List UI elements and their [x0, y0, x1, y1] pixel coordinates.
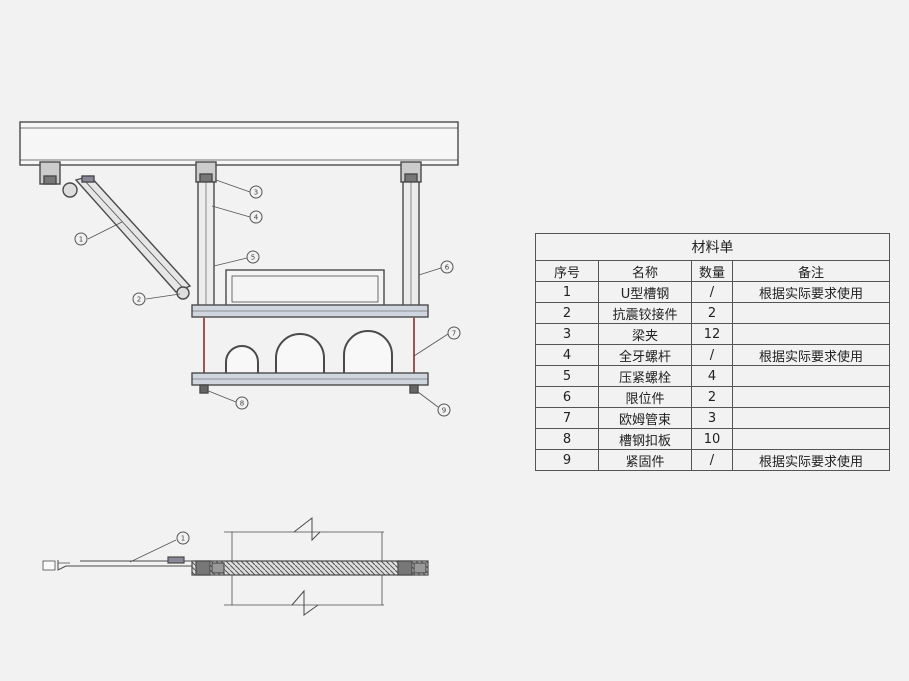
plan-channel — [191, 560, 429, 576]
row-no: 3 — [535, 323, 599, 345]
row-qty: 2 — [691, 302, 733, 324]
table-row: 9 紧固件 / 根据实际要求使用 — [535, 449, 890, 471]
elevation-view — [19, 121, 459, 394]
plan-end-tab — [42, 560, 56, 571]
row-remark — [732, 323, 890, 345]
table-row: 2 抗震铰接件 2 — [535, 302, 890, 324]
row-name: 全牙螺杆 — [598, 344, 692, 366]
svg-text:1: 1 — [79, 236, 83, 244]
row-remark: 根据实际要求使用 — [732, 281, 890, 303]
limit-member — [225, 269, 385, 307]
callout-8: 8 — [235, 396, 249, 410]
omega-clamp-small — [225, 345, 259, 374]
row-name: U型槽钢 — [598, 281, 692, 303]
table-row: 7 欧姆管束 3 — [535, 407, 890, 429]
plan-view — [42, 516, 429, 616]
row-name: 抗震铰接件 — [598, 302, 692, 324]
row-qty: / — [691, 281, 733, 303]
svg-text:8: 8 — [240, 400, 244, 408]
table-header-row: 序号 名称 数量 备注 — [535, 260, 890, 282]
callout-5: 5 — [246, 250, 260, 264]
row-qty: 3 — [691, 407, 733, 429]
row-qty: 10 — [691, 428, 733, 450]
plan-callout-1: 1 — [176, 531, 190, 545]
beam-clamp-left — [39, 161, 61, 185]
table-row: 3 梁夹 12 — [535, 323, 890, 345]
row-qty: 4 — [691, 365, 733, 387]
table-row: 1 U型槽钢 / 根据实际要求使用 — [535, 281, 890, 303]
row-remark — [732, 365, 890, 387]
row-name: 槽钢扣板 — [598, 428, 692, 450]
header-no: 序号 — [535, 260, 599, 282]
row-qty: / — [691, 344, 733, 366]
row-no: 9 — [535, 449, 599, 471]
callout-2: 2 — [132, 292, 146, 306]
svg-text:5: 5 — [251, 254, 255, 262]
row-name: 压紧螺栓 — [598, 365, 692, 387]
callout-3: 3 — [249, 185, 263, 199]
row-no: 6 — [535, 386, 599, 408]
beam-clamp-middle — [195, 161, 217, 183]
table-row: 4 全牙螺杆 / 根据实际要求使用 — [535, 344, 890, 366]
callout-markers: 1 2 3 4 5 6 7 8 9 — [74, 185, 461, 417]
row-name: 欧姆管束 — [598, 407, 692, 429]
material-list-table: 材料单 序号 名称 数量 备注 1 U型槽钢 / 根据实际要求使用 2 抗震铰接… — [535, 233, 890, 471]
svg-text:3: 3 — [254, 189, 258, 197]
row-qty: / — [691, 449, 733, 471]
table-title: 材料单 — [535, 233, 890, 261]
table-row: 8 槽钢扣板 10 — [535, 428, 890, 450]
row-remark — [732, 407, 890, 429]
row-qty: 2 — [691, 386, 733, 408]
callout-9: 9 — [437, 403, 451, 417]
row-no: 4 — [535, 344, 599, 366]
beam-clamp-right — [400, 161, 422, 183]
row-remark: 根据实际要求使用 — [732, 344, 890, 366]
row-no: 8 — [535, 428, 599, 450]
row-remark — [732, 428, 890, 450]
svg-text:4: 4 — [254, 214, 259, 222]
svg-text:6: 6 — [445, 264, 450, 272]
row-no: 1 — [535, 281, 599, 303]
callout-7: 7 — [447, 326, 461, 340]
leader-lines — [58, 179, 449, 564]
row-name: 梁夹 — [598, 323, 692, 345]
row-no: 2 — [535, 302, 599, 324]
row-name: 限位件 — [598, 386, 692, 408]
callout-6: 6 — [440, 260, 454, 274]
header-qty: 数量 — [691, 260, 733, 282]
row-remark — [732, 386, 890, 408]
row-name: 紧固件 — [598, 449, 692, 471]
table-row: 6 限位件 2 — [535, 386, 890, 408]
row-qty: 12 — [691, 323, 733, 345]
callout-1: 1 — [74, 232, 88, 246]
callout-4: 4 — [249, 210, 263, 224]
row-remark — [732, 302, 890, 324]
header-name: 名称 — [598, 260, 692, 282]
header-remark: 备注 — [732, 260, 890, 282]
svg-text:9: 9 — [442, 407, 446, 415]
omega-clamp-medium — [275, 333, 325, 374]
table-row: 5 压紧螺栓 4 — [535, 365, 890, 387]
row-no: 5 — [535, 365, 599, 387]
svg-text:1: 1 — [181, 535, 185, 543]
row-remark: 根据实际要求使用 — [732, 449, 890, 471]
row-no: 7 — [535, 407, 599, 429]
svg-text:2: 2 — [137, 296, 141, 304]
omega-clamp-large — [343, 330, 393, 374]
svg-text:7: 7 — [452, 330, 456, 338]
ceiling-beam — [19, 121, 459, 166]
diagonal-brace — [62, 175, 192, 300]
